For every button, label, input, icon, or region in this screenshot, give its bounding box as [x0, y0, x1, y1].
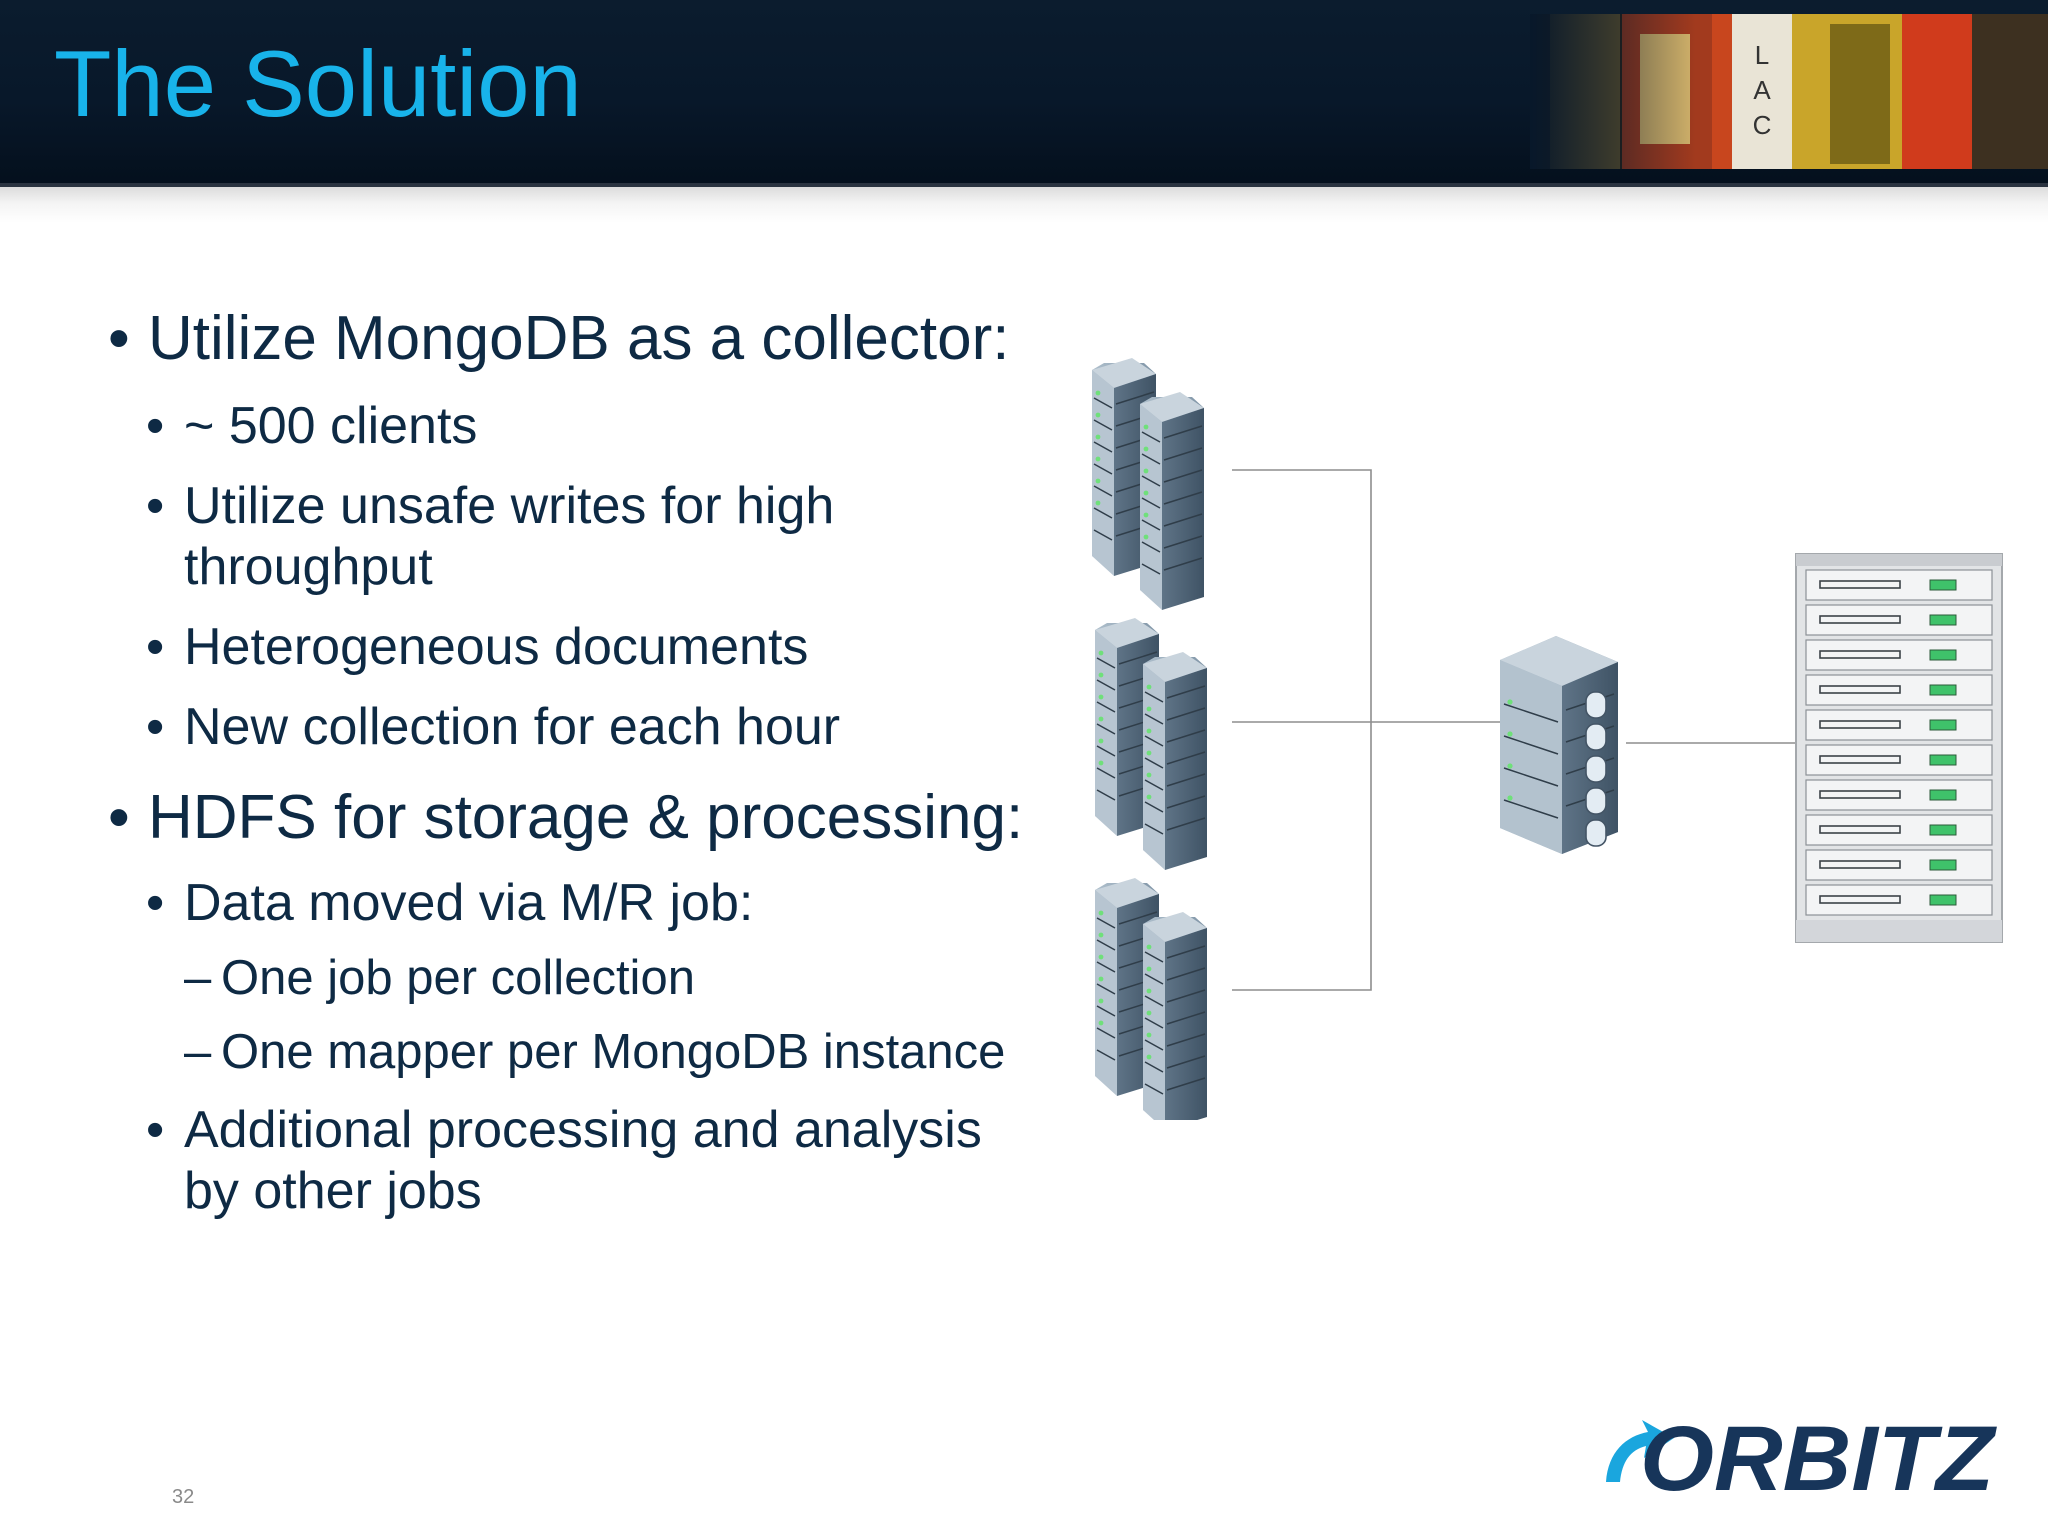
- bullet-unsafe-writes-cont: throughput: [184, 538, 433, 596]
- hdfs-rack: [1795, 553, 2003, 943]
- bullet-dot: •: [146, 1101, 165, 1159]
- status-display: [1929, 579, 1957, 591]
- architecture-diagram: [1060, 340, 2003, 1120]
- bullet-new-collection: New collection for each hour: [184, 698, 841, 756]
- bullet-list: • Utilize MongoDB as a collector: • ~ 50…: [0, 0, 1060, 1300]
- header-photo: L A C: [1530, 14, 2048, 169]
- sub-bullet-one-mapper: One mapper per MongoDB instance: [221, 1025, 1006, 1079]
- status-display: [1929, 719, 1957, 731]
- bullet-hdfs: HDFS for storage & processing:: [148, 783, 1024, 852]
- status-display: [1929, 824, 1957, 836]
- sub-bullet-one-job: One job per collection: [221, 951, 695, 1005]
- rack-unit: [1805, 814, 1993, 846]
- drive-slot: [1819, 860, 1901, 869]
- status-display: [1929, 649, 1957, 661]
- status-display: [1929, 684, 1957, 696]
- drive-slot: [1819, 650, 1901, 659]
- bullet-dot: •: [146, 698, 165, 756]
- orbitz-logo: ORBITZ: [1606, 1412, 1998, 1496]
- bullet-dot: •: [108, 783, 130, 852]
- collector-server: [1500, 636, 1618, 854]
- drive-slot: [1819, 825, 1901, 834]
- bullet-dot: •: [108, 304, 130, 373]
- bullet-dot: •: [146, 477, 165, 535]
- rack-unit: [1805, 744, 1993, 776]
- rack-unit: [1805, 674, 1993, 706]
- bullet-unsafe-writes: Utilize unsafe writes for high: [184, 477, 835, 535]
- drive-slot: [1819, 755, 1901, 764]
- bullet-clients: ~ 500 clients: [184, 397, 478, 455]
- rack-unit: [1805, 849, 1993, 881]
- page-number: 32: [172, 1486, 195, 1508]
- bullet-additional-cont: by other jobs: [184, 1162, 482, 1220]
- rack-unit: [1805, 639, 1993, 671]
- drive-slot: [1819, 685, 1901, 694]
- rack-unit: [1805, 779, 1993, 811]
- status-display: [1929, 859, 1957, 871]
- bullet-heterogeneous: Heterogeneous documents: [184, 618, 809, 676]
- header-shadow: [0, 187, 2048, 223]
- rack-unit: [1805, 709, 1993, 741]
- slide-title: The Solution: [54, 31, 582, 136]
- client-cluster-3: [1095, 878, 1207, 1120]
- drive-slot: [1819, 615, 1901, 624]
- drive-slot: [1819, 895, 1901, 904]
- rack-unit: [1805, 569, 1993, 601]
- status-display: [1929, 894, 1957, 906]
- status-display: [1929, 754, 1957, 766]
- bullet-additional: Additional processing and analysis: [184, 1101, 982, 1159]
- bullet-dot: •: [146, 397, 165, 455]
- bullet-collector: Utilize MongoDB as a collector:: [148, 304, 1010, 373]
- dash-marker: –: [184, 951, 212, 1005]
- rack-unit: [1805, 604, 1993, 636]
- status-display: [1929, 789, 1957, 801]
- rack-unit: [1805, 884, 1993, 916]
- client-cluster-1: [1092, 358, 1204, 610]
- dash-marker: –: [184, 1025, 212, 1079]
- drive-slot: [1819, 720, 1901, 729]
- bullet-data-moved: Data moved via M/R job:: [184, 874, 754, 932]
- drive-slot: [1819, 580, 1901, 589]
- bullet-dot: •: [146, 618, 165, 676]
- bullet-dot: •: [146, 874, 165, 932]
- drive-slot: [1819, 790, 1901, 799]
- logo-wordmark: ORBITZ: [1640, 1412, 1998, 1496]
- status-display: [1929, 614, 1957, 626]
- client-cluster-2: [1095, 618, 1207, 870]
